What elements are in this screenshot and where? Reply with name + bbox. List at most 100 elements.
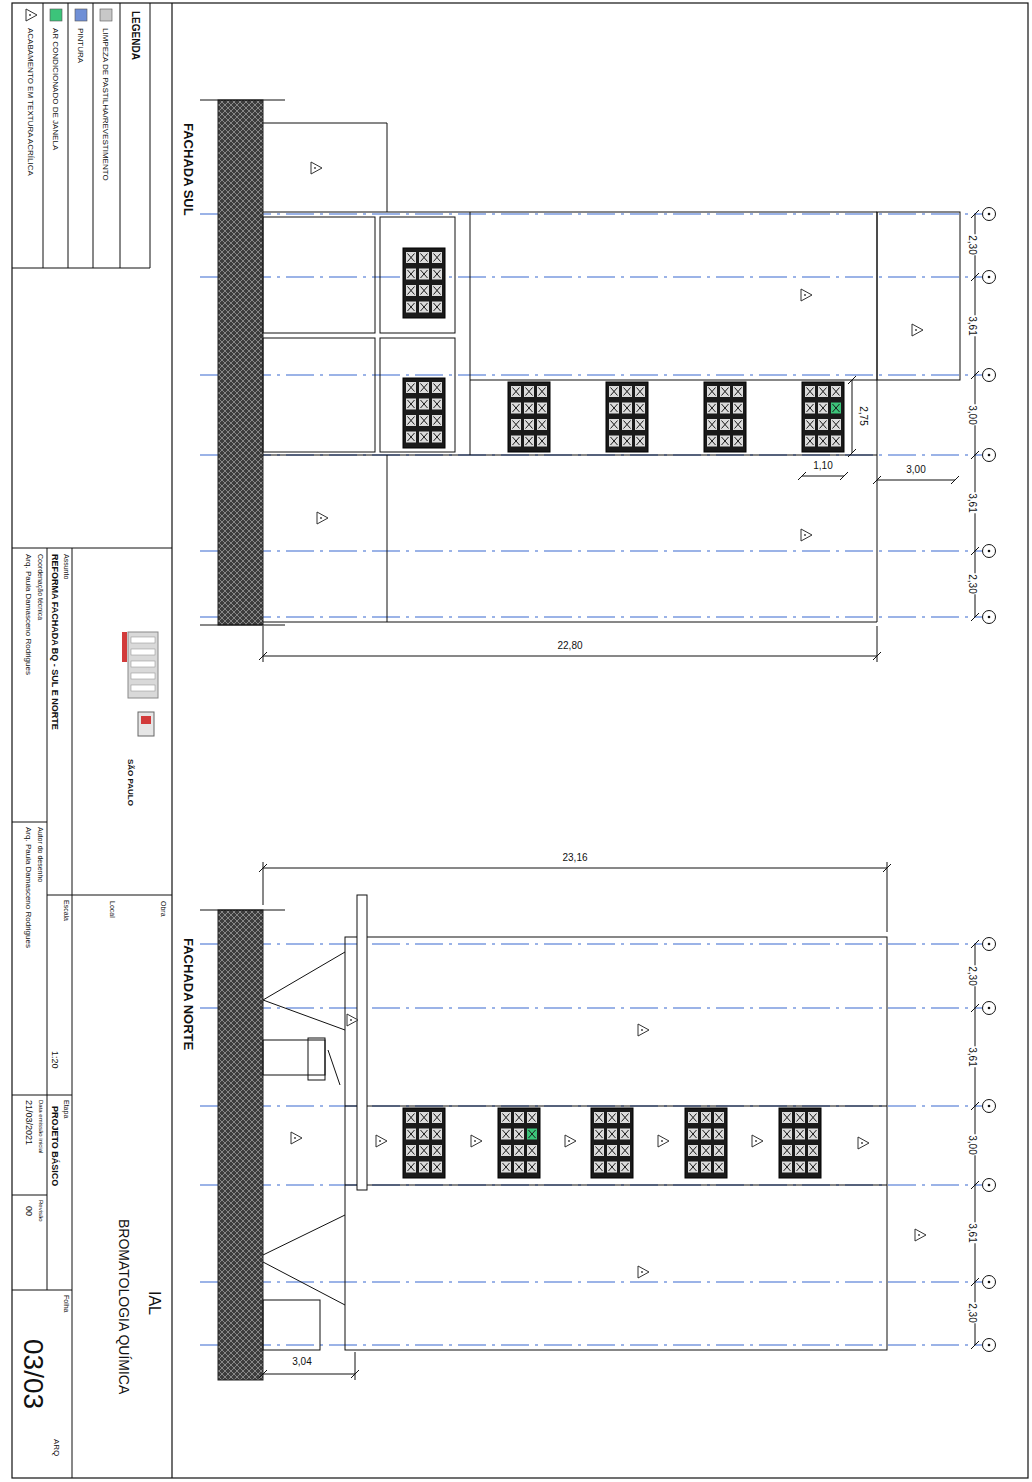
window-cross <box>421 384 428 392</box>
title-block-line <box>12 1095 72 1096</box>
field-caption: Folha <box>62 1294 70 1314</box>
window-cross <box>434 384 441 392</box>
window-cross <box>408 1114 415 1122</box>
window-pane <box>818 403 828 414</box>
window-cross <box>833 421 840 429</box>
axis-marker-dot <box>988 1281 991 1284</box>
window-cross <box>709 437 716 445</box>
window-cross <box>503 1163 510 1171</box>
window-cross <box>611 421 618 429</box>
window-cross <box>596 1147 603 1155</box>
leader-line <box>328 1050 340 1085</box>
window-cross <box>434 1130 441 1138</box>
extension-line <box>877 626 878 662</box>
window-cross <box>810 1114 817 1122</box>
texture-dot <box>804 534 806 536</box>
dimension-line <box>852 380 853 453</box>
extension-line <box>887 862 888 932</box>
window-pane <box>609 436 619 447</box>
window-cross <box>690 1147 697 1155</box>
window-cross <box>797 1147 804 1155</box>
extension-line <box>263 862 264 905</box>
window-pane <box>831 386 841 397</box>
window-cross <box>516 1163 523 1171</box>
window-pane <box>720 436 730 447</box>
window-cross <box>516 1114 523 1122</box>
window-block <box>802 382 844 452</box>
window-pane <box>795 1145 805 1156</box>
field-value: 1:20 <box>50 1050 60 1070</box>
window-cross <box>797 1147 804 1155</box>
sheet-number: 03/03 <box>17 1338 49 1410</box>
window-cross <box>810 1130 817 1138</box>
window-cross <box>810 1114 817 1122</box>
window-cross <box>833 404 840 412</box>
texture-dot <box>379 1140 381 1142</box>
window-pane <box>432 415 442 426</box>
window-cross <box>716 1130 723 1138</box>
window-pane <box>620 1145 630 1156</box>
window-cross <box>526 388 533 396</box>
project-name: BROMATOLOGIA QUÍMICA <box>116 1218 132 1395</box>
window-cross <box>611 388 618 396</box>
window-pane <box>733 419 743 430</box>
dimension-tick <box>951 476 959 484</box>
axis-marker-dot <box>988 454 991 457</box>
window-cross <box>408 1163 415 1171</box>
axis-marker <box>983 1179 996 1192</box>
window-pane <box>707 419 717 430</box>
window-pane <box>419 252 429 263</box>
window-cross <box>810 1147 817 1155</box>
window-pane <box>406 1129 416 1140</box>
texture-dot <box>915 329 917 331</box>
window-pane <box>733 403 743 414</box>
window-cross <box>637 421 644 429</box>
window-pane <box>432 1162 442 1173</box>
facade-outline <box>470 212 471 455</box>
dimension-tick <box>971 1102 979 1110</box>
window-cross <box>434 384 441 392</box>
window-cross <box>703 1114 710 1122</box>
dimension-tick <box>873 476 881 484</box>
wall-end-line <box>200 625 285 626</box>
window-cross <box>421 254 428 262</box>
window-pane <box>622 386 632 397</box>
dimension-value: 3,00 <box>905 464 926 476</box>
window-pane <box>720 386 730 397</box>
dimension-value: 3,61 <box>966 315 978 336</box>
window-cross <box>421 433 428 441</box>
field-caption: Autor do desenho <box>36 826 44 883</box>
window-cross <box>503 1163 510 1171</box>
facade-outline <box>387 455 388 622</box>
window-cross <box>797 1130 804 1138</box>
window-pane <box>818 386 828 397</box>
window-cross <box>690 1163 697 1171</box>
window-cross <box>421 1130 428 1138</box>
window-pane <box>537 419 547 430</box>
window-pane <box>808 1162 818 1173</box>
field-caption: Obra <box>159 900 167 918</box>
window-pane <box>501 1112 511 1123</box>
window-cross <box>421 1114 428 1122</box>
dimension-tick <box>971 1004 979 1012</box>
window-pane <box>795 1112 805 1123</box>
window-cross <box>611 437 618 445</box>
window-cross <box>716 1130 723 1138</box>
window-cross <box>539 404 546 412</box>
window-cross <box>690 1147 697 1155</box>
window-pane <box>527 1129 537 1140</box>
window-pane <box>406 269 416 280</box>
grid-axis-line <box>200 1184 982 1185</box>
window-cross <box>513 437 520 445</box>
window-cross <box>421 254 428 262</box>
field-caption: Etapa <box>62 1099 70 1119</box>
window-pane <box>524 419 534 430</box>
logo-accent <box>122 632 127 662</box>
window-pane <box>524 436 534 447</box>
window-cross <box>408 417 415 425</box>
window-pane <box>701 1129 711 1140</box>
axis-marker-dot <box>988 374 991 377</box>
window-pane <box>432 1145 442 1156</box>
texture-dot <box>29 14 31 16</box>
